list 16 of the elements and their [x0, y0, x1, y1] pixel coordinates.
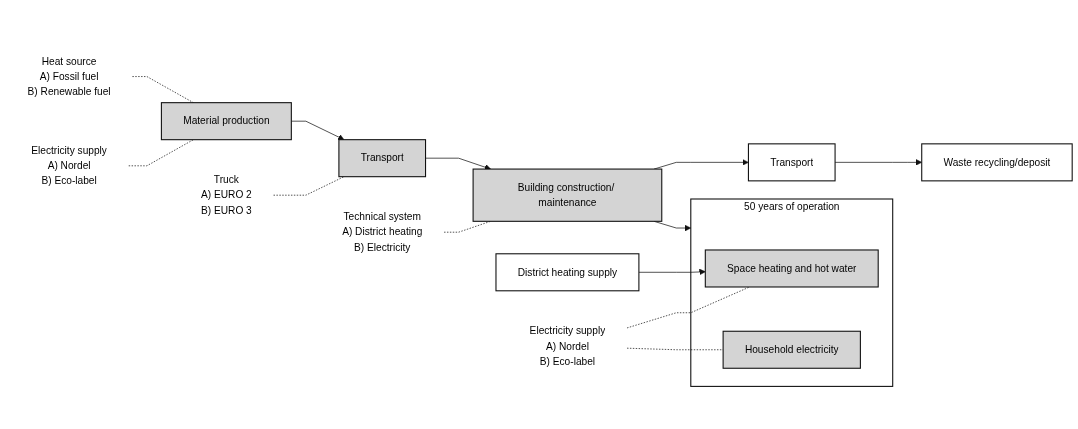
node-text: Heat source A) Fossil fuel B) Renewable fuel: [27, 55, 111, 98]
connector: [626, 347, 724, 350]
connector: [132, 76, 194, 103]
node-text: Electricity supply A) Nordel B) Eco-label: [31, 144, 107, 187]
node-text: Electricity supply A) Nordel B) Eco-label: [529, 324, 606, 367]
node-box: District heating supply: [495, 253, 640, 292]
node-box: Building construction/ maintenance: [472, 168, 663, 222]
node-box: Waste recycling/deposit: [921, 143, 1073, 182]
node-box: Transport: [747, 143, 836, 182]
node-box: Transport: [338, 139, 427, 178]
node-text: Truck A) EURO 2 B) EURO 3: [200, 173, 252, 216]
node-text: Technical system A) District heating B) Electricity: [342, 210, 423, 253]
connector: [128, 139, 194, 167]
node-box: Space heating and hot water: [704, 249, 879, 288]
node-box: Household electricity: [722, 330, 861, 369]
node-box: Material production: [160, 102, 292, 141]
